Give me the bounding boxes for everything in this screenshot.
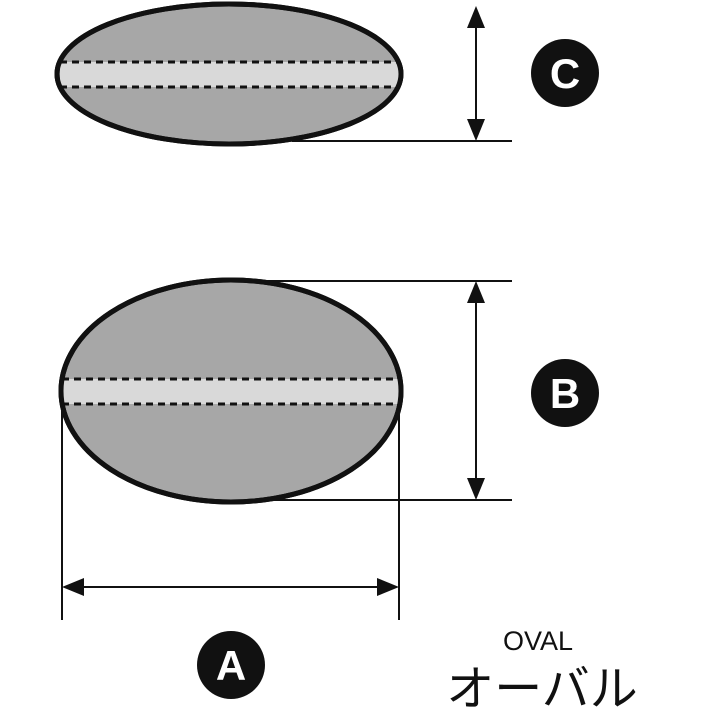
bead-side-hole: [60, 62, 399, 87]
dimension-c-arrowhead-top: [467, 6, 485, 28]
label-b-badge: B: [531, 359, 599, 427]
caption-japanese: オーバル: [446, 661, 638, 717]
label-a-badge: A: [197, 631, 265, 699]
label-b-text: B: [550, 370, 580, 417]
label-b-circle: [531, 359, 599, 427]
label-c-text: C: [550, 50, 580, 97]
bead-side-outline: [54, 1, 404, 147]
bead-top-hole: [62, 379, 400, 404]
bead-top-outline: [58, 277, 404, 505]
dimension-b: [262, 280, 512, 501]
shape-caption: OVAL オーバル: [446, 626, 638, 717]
dimension-a: [61, 410, 400, 620]
dimension-b-arrowhead-bottom: [467, 478, 485, 500]
label-c-badge: C: [531, 39, 599, 107]
label-a-text: A: [216, 642, 246, 689]
dimension-a-arrowhead-right: [377, 578, 399, 596]
dimension-b-arrowhead-top: [467, 281, 485, 303]
bead-side-view: [54, 1, 404, 147]
label-a-circle: [197, 631, 265, 699]
dimension-c-arrowhead-bottom: [467, 119, 485, 141]
bead-top-view: [58, 277, 404, 505]
label-c-circle: [531, 39, 599, 107]
caption-english: OVAL: [503, 626, 573, 656]
dimension-a-arrowhead-left: [62, 578, 84, 596]
dimension-c: [292, 6, 512, 142]
